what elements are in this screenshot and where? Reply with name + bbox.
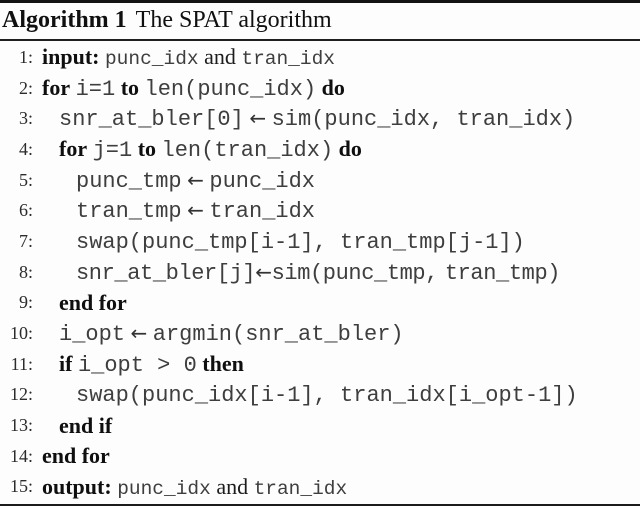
code-text: punc_idx — [117, 477, 211, 500]
code-text: punc_tmp — [76, 168, 182, 194]
line-content: input: punc_idx and tran_idx — [33, 44, 335, 70]
assignment-arrow-icon: ← — [187, 167, 204, 192]
code-text: snr_at_bler[0] — [59, 107, 244, 133]
line-content: for i=1 to len(punc_idx) do — [33, 75, 345, 102]
line-number: 8: — [18, 261, 33, 282]
keyword-text: to — [137, 135, 157, 161]
keyword-text: end if — [59, 412, 113, 438]
code-text: punc_idx — [209, 168, 316, 194]
keyword-text: if — [59, 350, 73, 376]
line-content: end for — [50, 290, 127, 316]
code-text: sim(punc_tmp, tran_tmp) — [271, 260, 561, 286]
keyword-text: for — [59, 135, 88, 161]
algorithm-line: 13: end if — [0, 410, 640, 441]
line-number: 9: — [18, 292, 33, 313]
plain-text: and — [204, 44, 236, 70]
line-content: if i_opt > 0 then — [50, 351, 244, 378]
keyword-text: then — [202, 350, 244, 376]
algorithm-line: 15:output: punc_idx and tran_idx — [0, 472, 640, 503]
algorithm-line: 5: punc_tmp ← punc_idx — [0, 165, 640, 196]
algorithm-line: 6: tran_tmp ← tran_idx — [0, 195, 640, 226]
keyword-text: do — [338, 135, 362, 161]
code-text: snr_at_bler[j] — [76, 260, 256, 286]
keyword-text: to — [120, 74, 140, 100]
line-content: for j=1 to len(tran_idx) do — [50, 136, 362, 163]
keyword-text: input: — [42, 44, 100, 70]
line-content: i_opt ← argmin(snr_at_bler) — [50, 320, 404, 347]
plain-text: and — [216, 473, 249, 499]
line-content: end if — [50, 413, 112, 439]
code-text: punc_idx — [104, 48, 199, 71]
line-number: 10: — [9, 323, 33, 344]
line-content: output: punc_idx and tran_idx — [33, 474, 347, 500]
line-content: swap(punc_idx[i-1], tran_idx[i_opt-1]) — [67, 381, 578, 408]
line-content: snr_at_bler[j] ← sim(punc_tmp, tran_tmp) — [67, 259, 560, 286]
line-content: punc_tmp ← punc_idx — [67, 167, 315, 194]
keyword-text: for — [42, 74, 71, 100]
assignment-arrow-icon: ← — [130, 321, 148, 346]
assignment-arrow-icon: ← — [187, 198, 204, 223]
code-text: i_opt > 0 — [77, 352, 197, 378]
line-content: end for — [33, 443, 110, 469]
code-text: swap(punc_idx[i-1], tran_idx[i_opt-1]) — [76, 383, 578, 409]
algorithm-number-label: Algorithm 1 — [2, 7, 127, 33]
algorithm-line: 1:input: punc_idx and tran_idx — [0, 42, 640, 73]
code-text: i=1 — [75, 76, 116, 102]
line-number: 6: — [18, 200, 33, 221]
line-number: 4: — [18, 138, 33, 159]
code-text: swap(punc_tmp[i-1], tran_tmp[j-1]) — [76, 229, 525, 255]
code-text: len(tran_idx) — [161, 137, 334, 163]
code-text: tran_idx — [209, 199, 316, 225]
line-content: snr_at_bler[0] ← sim(punc_idx, tran_idx) — [50, 105, 575, 132]
algorithm-line: 8: snr_at_bler[j] ← sim(punc_tmp, tran_tm… — [0, 257, 640, 288]
algorithm-line: 4: for j=1 to len(tran_idx) do — [0, 134, 640, 165]
algorithm-line: 3: snr_at_bler[0] ← sim(punc_idx, tran_id… — [0, 103, 640, 134]
line-number: 3: — [18, 108, 33, 129]
algorithm-line: 7: swap(punc_tmp[i-1], tran_tmp[j-1]) — [0, 226, 640, 257]
code-text: tran_idx — [241, 48, 335, 71]
line-number: 12: — [9, 384, 33, 405]
code-text: tran_tmp — [76, 199, 182, 225]
algorithm-line: 2:for i=1 to len(punc_idx) do — [0, 73, 640, 104]
algorithm-line: 9: end for — [0, 288, 640, 319]
code-text: len(punc_idx) — [144, 76, 317, 102]
line-content: tran_tmp ← tran_idx — [67, 197, 315, 224]
code-text: argmin(snr_at_bler) — [152, 322, 404, 348]
top-rule — [0, 0, 640, 3]
code-text: j=1 — [92, 137, 133, 163]
code-text: tran_idx — [253, 477, 348, 500]
line-number: 14: — [9, 445, 33, 466]
keyword-text: end for — [59, 289, 127, 315]
code-text: i_opt — [59, 322, 126, 348]
algorithm-line: 12: swap(punc_idx[i-1], tran_idx[i_opt-1]… — [0, 380, 640, 411]
algorithm-line: 11: if i_opt > 0 then — [0, 349, 640, 380]
code-text: sim(punc_idx, tran_idx) — [271, 107, 576, 133]
line-number: 13: — [9, 415, 33, 436]
keyword-text: do — [321, 74, 345, 100]
line-number: 15: — [9, 476, 33, 497]
assignment-arrow-icon: ← — [249, 106, 267, 131]
line-number: 7: — [18, 230, 33, 251]
algorithm-line: 10: i_opt ← argmin(snr_at_bler) — [0, 318, 640, 349]
algorithm-title: The SPAT algorithm — [135, 7, 332, 33]
line-number: 5: — [18, 169, 33, 190]
assignment-arrow-icon: ← — [255, 259, 272, 284]
algorithm-caption: Algorithm 1 The SPAT algorithm — [0, 3, 640, 41]
algorithm-line: 14: end for — [0, 441, 640, 472]
line-number: 1: — [18, 46, 33, 67]
keyword-text: output: — [42, 473, 112, 499]
keyword-text: end for — [42, 443, 110, 469]
line-number: 2: — [18, 77, 33, 98]
line-number: 11: — [10, 353, 33, 374]
line-content: swap(punc_tmp[i-1], tran_tmp[j-1]) — [67, 228, 525, 255]
